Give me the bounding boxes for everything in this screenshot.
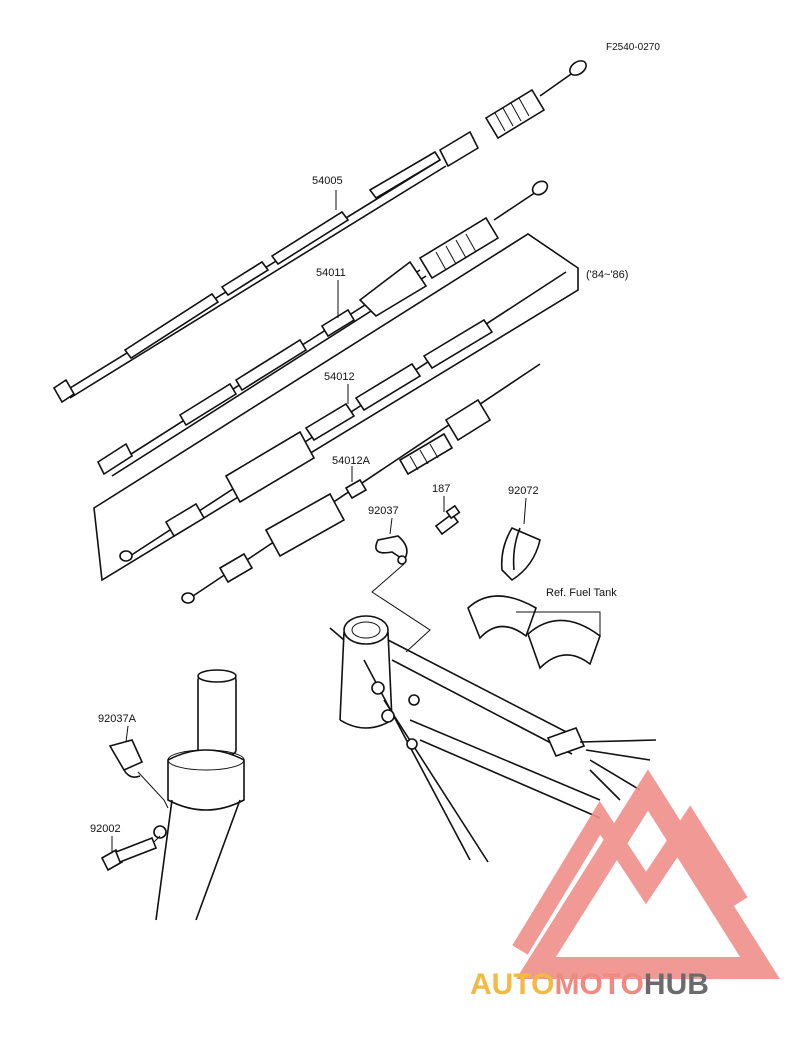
fork-tube — [153, 669, 245, 921]
watermark-part-moto: MOTO — [554, 968, 643, 1001]
rubber-damper-1 — [467, 595, 537, 640]
label-54005: 54005 — [312, 175, 343, 187]
watermark-text: AUTOMOTOHUB — [470, 968, 709, 1001]
frame — [329, 615, 657, 863]
label-92072: 92072 — [508, 485, 539, 497]
leader-clip-to-frame — [371, 563, 431, 653]
cable-54012a — [181, 363, 541, 604]
label-year-range: ('84~'86) — [586, 269, 628, 281]
label-92037: 92037 — [368, 505, 399, 517]
year-range-box — [93, 233, 579, 582]
rubber-damper-2 — [527, 619, 601, 670]
leader-92002-link — [153, 835, 161, 843]
diagram-ref-code: F2540-0270 — [606, 42, 660, 53]
logo-triangle — [516, 769, 780, 979]
leader-fuel-tank — [516, 611, 601, 636]
label-ref-fuel-tank: Ref. Fuel Tank — [546, 587, 617, 599]
cable-54011 — [96, 180, 549, 477]
logo-mountain — [512, 801, 748, 955]
watermark-logo — [512, 769, 780, 979]
label-187: 187 — [432, 483, 450, 495]
leader-92037a-link — [137, 771, 169, 809]
watermark-part-hub: HUB — [644, 968, 709, 1001]
watermark-part-auto: AUTO — [470, 968, 554, 1001]
leader-92037 — [389, 517, 393, 535]
label-92037a: 92037A — [98, 713, 137, 725]
cable-54005 — [52, 60, 587, 404]
band-92072 — [500, 526, 541, 582]
bolt-187 — [434, 504, 461, 536]
label-92002: 92002 — [90, 823, 121, 835]
label-54011: 54011 — [316, 267, 346, 279]
leader-92037a — [125, 725, 129, 743]
clip-92037a — [108, 739, 144, 778]
cable-54012 — [119, 271, 567, 562]
clip-92037 — [375, 535, 408, 565]
bolt-92002 — [100, 836, 158, 872]
label-54012: 54012 — [324, 371, 355, 383]
label-54012a: 54012A — [332, 455, 371, 467]
leader-92072 — [523, 497, 527, 525]
